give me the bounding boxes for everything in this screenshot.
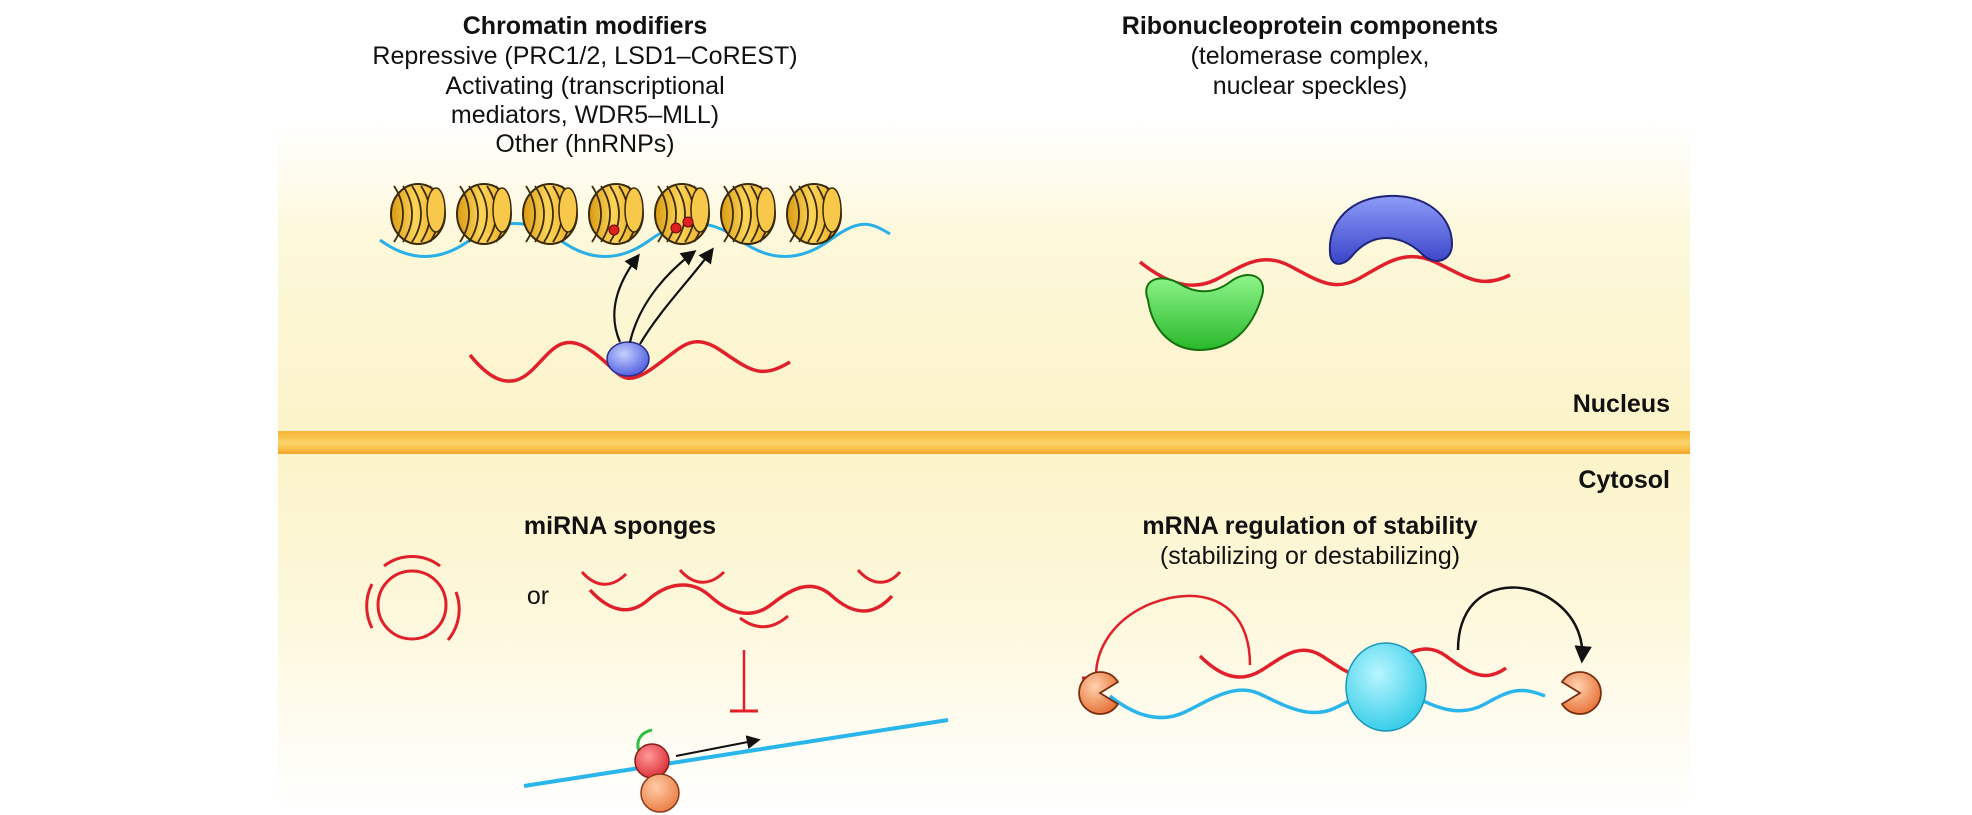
linear-sponge xyxy=(588,583,894,615)
rnp-line-2: nuclear speckles) xyxy=(1212,72,1408,100)
nucleosome xyxy=(390,183,446,245)
or-label: or xyxy=(526,582,550,610)
nucleosome-array xyxy=(390,183,842,245)
modifier-arrow-3 xyxy=(639,247,714,345)
rnp-lncrna xyxy=(1138,254,1511,287)
bound-mirna-top xyxy=(383,555,441,568)
histone-modification-mark xyxy=(682,216,694,228)
rnp-protein-green xyxy=(1145,273,1265,352)
rnp-title: Ribonucleoprotein components xyxy=(1121,12,1499,40)
nucleosome xyxy=(588,183,644,245)
translated-mrna xyxy=(523,718,949,788)
nuclease-right-icon xyxy=(1560,671,1602,715)
chromatin-title: Chromatin modifiers xyxy=(462,12,708,40)
nucleosome xyxy=(456,183,512,245)
stability-protein xyxy=(1345,642,1427,732)
cytosol-region xyxy=(278,452,1690,815)
mrna-title: mRNA regulation of stability xyxy=(1142,512,1478,540)
translation-arrow xyxy=(675,735,761,757)
bound-mirna-right xyxy=(446,591,461,641)
histone-modification-mark xyxy=(670,222,682,234)
sponge-mirna-2 xyxy=(678,568,726,584)
rnp-line-1: (telomerase complex, xyxy=(1190,42,1430,70)
chromatin-line-1: Repressive (PRC1/2, LSD1–CoREST) xyxy=(372,42,798,70)
histone-modification-mark xyxy=(608,224,620,236)
nucleus-region xyxy=(278,0,1690,432)
modifier-arrow-2 xyxy=(628,250,697,343)
modifier-arrow-1 xyxy=(613,253,640,343)
nucleus-label: Nucleus xyxy=(1572,390,1670,418)
nucleosome xyxy=(522,183,578,245)
nucleosome xyxy=(720,183,776,245)
circular-sponge xyxy=(376,569,448,641)
chromatin-line-2: Activating (transcriptional xyxy=(445,72,725,100)
mirna-title: miRNA sponges xyxy=(523,512,717,540)
chromatin-line-3: mediators, WDR5–MLL) xyxy=(450,101,720,129)
rnp-protein-blue xyxy=(1328,194,1454,265)
chromatin-protein xyxy=(606,341,650,377)
chromatin-line-4: Other (hnRNPs) xyxy=(495,130,675,158)
target-mrna xyxy=(1108,686,1546,720)
nucleosome xyxy=(654,183,710,245)
sponge-mirna-3 xyxy=(739,614,789,629)
nuclear-membrane xyxy=(278,431,1690,454)
nuclease-left-icon xyxy=(1078,671,1120,715)
nucleosome xyxy=(786,183,842,245)
destabilize-arc xyxy=(1094,594,1252,677)
mrna-subtitle: (stabilizing or destabilizing) xyxy=(1159,542,1461,570)
ribosome-large-subunit xyxy=(634,743,670,779)
stabilize-arc xyxy=(1456,586,1592,664)
sponge-mirna-4 xyxy=(856,568,902,584)
bound-mirna-left xyxy=(365,583,374,629)
ribosome-small-subunit xyxy=(640,773,680,813)
cytosol-label: Cytosol xyxy=(1578,466,1670,494)
sponge-mirna-1 xyxy=(580,570,628,586)
